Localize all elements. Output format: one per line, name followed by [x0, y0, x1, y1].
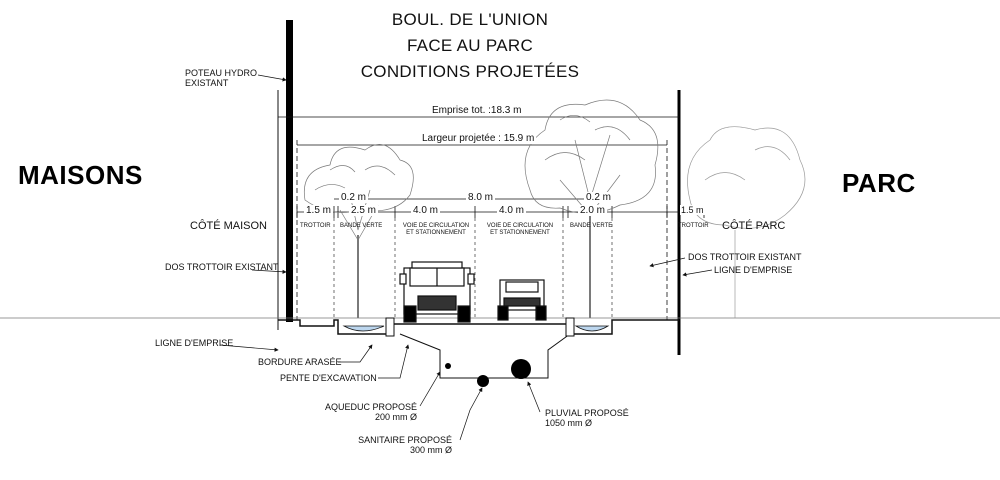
zone-right-voie-2: ET STATIONNEMENT [490, 230, 550, 236]
zone-left-trottoir: TROTTOIR [300, 223, 331, 229]
swale-right [574, 325, 610, 332]
label-bordure: BORDURE ARASÉE [258, 357, 342, 367]
pickup-vehicle [497, 279, 547, 321]
swale-left [342, 325, 385, 332]
label-aqueduc-2: 200 mm Ø [375, 412, 418, 422]
hydro-pole [286, 20, 293, 322]
title-line-3: CONDITIONS PROJETÉES [360, 62, 580, 81]
label-ligne-emprise-left: LIGNE D'EMPRISE [155, 338, 234, 348]
dim-left-green: 2.5 m [349, 205, 379, 216]
label-sanitaire-2: 300 mm Ø [410, 445, 453, 455]
label-ligne-emprise-right: LIGNE D'EMPRISE [714, 265, 793, 275]
dim-left-lane: 4.0 m [411, 205, 441, 216]
dim-left-sidewalk: 1.5 m [304, 205, 334, 216]
zone-right-trottoir: TROTTOIR [678, 223, 709, 229]
label-pluvial: PLUVIAL PROPOSÉ 1050 mm Ø [545, 408, 629, 428]
label-dos-trottoir-left: DOS TROTTOIR EXISTANT [165, 262, 279, 272]
aqueduc-pipe [445, 363, 451, 369]
zone-right-voie-1: VOIE DE CIRCULATION [486, 223, 554, 229]
tree-left [303, 144, 414, 318]
curb-right [565, 317, 575, 337]
label-pluvial-1: PLUVIAL PROPOSÉ [545, 408, 629, 418]
label-aqueduc: AQUEDUC PROPOSÉ 200 mm Ø [325, 402, 417, 422]
curb-left [385, 317, 395, 337]
dim-emprise: Emprise tot. :18.3 m [430, 105, 524, 116]
label-sanitaire: SANITAIRE PROPOSÉ 300 mm Ø [355, 435, 452, 455]
sanitaire-pipe [477, 375, 489, 387]
label-poteau-2: EXISTANT [185, 78, 229, 88]
dim-right-green: 2.0 m [578, 205, 608, 216]
zone-left-voie: VOIE DE CIRCULATION ET STATIONNEMENT [398, 223, 474, 237]
title-line-1: BOUL. DE L'UNION [391, 10, 549, 29]
label-cote-maison: CÔTÉ MAISON [190, 220, 268, 232]
label-cote-parc: CÔTÉ PARC [722, 220, 786, 232]
label-pluvial-2: 1050 mm Ø [545, 418, 593, 428]
dim-right-lane: 4.0 m [497, 205, 527, 216]
dim-road-total: 8.0 m [466, 192, 496, 203]
side-label-right: PARC [842, 168, 916, 198]
label-pente: PENTE D'EXCAVATION [280, 373, 377, 383]
zone-left-bande: BANDE VERTE [340, 223, 383, 229]
excavation-profile [399, 333, 571, 379]
label-poteau-1: POTEAU HYDRO [185, 68, 258, 78]
zone-right-bande: BANDE VERTE [570, 223, 613, 229]
label-dos-trottoir-right: DOS TROTTOIR EXISTANT [688, 252, 802, 262]
label-poteau: POTEAU HYDRO EXISTANT [185, 68, 257, 88]
dim-left-offset: 0.2 m [339, 192, 369, 203]
dim-right-sidewalk: 1.5 m [680, 205, 705, 215]
tree-park [687, 126, 806, 318]
zone-right-voie: VOIE DE CIRCULATION ET STATIONNEMENT [480, 223, 560, 237]
label-aqueduc-1: AQUEDUC PROPOSÉ [325, 402, 418, 412]
dim-largeur: Largeur projetée : 15.9 m [420, 133, 537, 144]
tree-right [524, 99, 659, 318]
zone-left-voie-1: VOIE DE CIRCULATION [402, 223, 470, 229]
road-profile [278, 319, 679, 335]
title-line-2: FACE AU PARC [406, 36, 534, 55]
zone-left-voie-2: ET STATIONNEMENT [406, 230, 466, 236]
label-sanitaire-1: SANITAIRE PROPOSÉ [358, 435, 453, 445]
side-label-left: MAISONS [18, 160, 143, 190]
dim-right-offset: 0.2 m [584, 192, 614, 203]
truck-vehicle [399, 261, 475, 323]
pluvial-pipe [511, 359, 531, 379]
